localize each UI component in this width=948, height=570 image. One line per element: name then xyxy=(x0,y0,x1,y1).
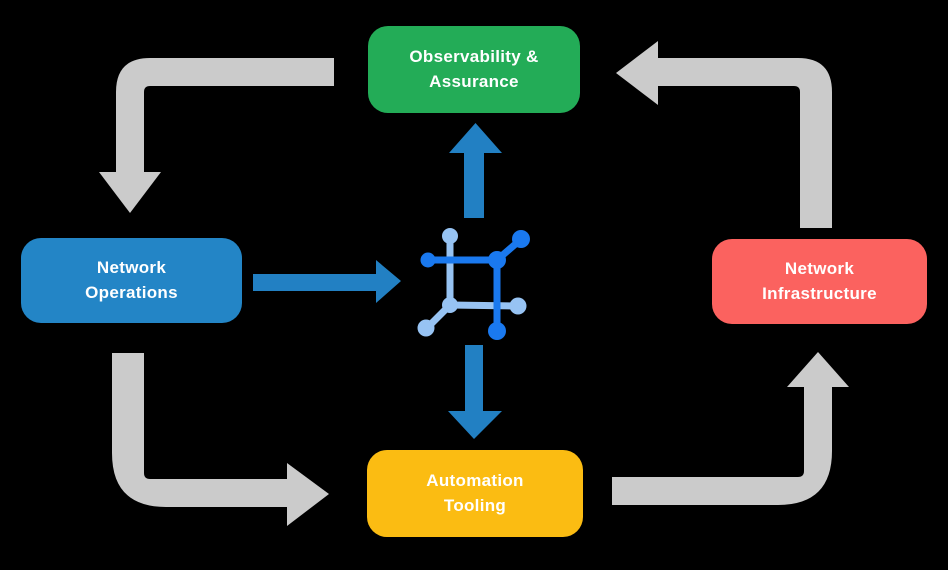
node-network-infrastructure: Network Infrastructure xyxy=(712,239,927,324)
icon-node xyxy=(509,297,527,315)
arrow-body xyxy=(116,58,334,172)
node-label-line: Assurance xyxy=(429,71,519,91)
icon-dark-links xyxy=(420,230,530,340)
icon-node xyxy=(442,228,458,244)
arrow-center-to-automation xyxy=(448,345,502,439)
arrow-operations-to-automation xyxy=(112,353,329,526)
arrow-body xyxy=(658,58,832,228)
icon-node xyxy=(442,297,458,313)
arrowhead-up-icon xyxy=(449,123,502,218)
arrow-infrastructure-to-observability xyxy=(616,41,832,228)
node-label-line: Network xyxy=(96,257,167,277)
arrowhead-left-icon xyxy=(616,41,658,105)
arrow-body xyxy=(112,353,287,507)
node-label-line: Operations xyxy=(85,282,178,302)
arrow-automation-to-infrastructure xyxy=(612,352,849,505)
node-label-line: Infrastructure xyxy=(762,283,877,303)
arrow-center-to-observability xyxy=(449,123,502,218)
arrowhead-down-icon xyxy=(448,345,502,439)
icon-node xyxy=(512,230,530,248)
node-observability-assurance: Observability & Assurance xyxy=(368,26,580,113)
arrow-body xyxy=(612,387,832,505)
network-fabric-icon xyxy=(417,228,530,340)
node-label-line: Observability & xyxy=(409,46,539,66)
node-label-line: Network xyxy=(784,258,855,278)
icon-node xyxy=(420,252,436,268)
icon-node xyxy=(488,322,506,340)
arrowhead-right-icon xyxy=(253,260,401,303)
icon-light-links xyxy=(417,228,527,337)
node-label-line: Tooling xyxy=(443,495,507,515)
arrowhead-up-icon xyxy=(787,352,849,387)
arrowhead-down-icon xyxy=(99,172,161,213)
arrowhead-right-icon xyxy=(287,463,329,526)
icon-node xyxy=(417,319,435,337)
icon-node xyxy=(488,251,506,269)
arrow-operations-to-center xyxy=(253,260,401,303)
arrow-observability-to-operations xyxy=(99,58,334,213)
node-label-line: Automation xyxy=(426,470,524,490)
node-automation-tooling: Automation Tooling xyxy=(367,450,583,537)
node-network-operations: Network Operations xyxy=(21,238,242,323)
